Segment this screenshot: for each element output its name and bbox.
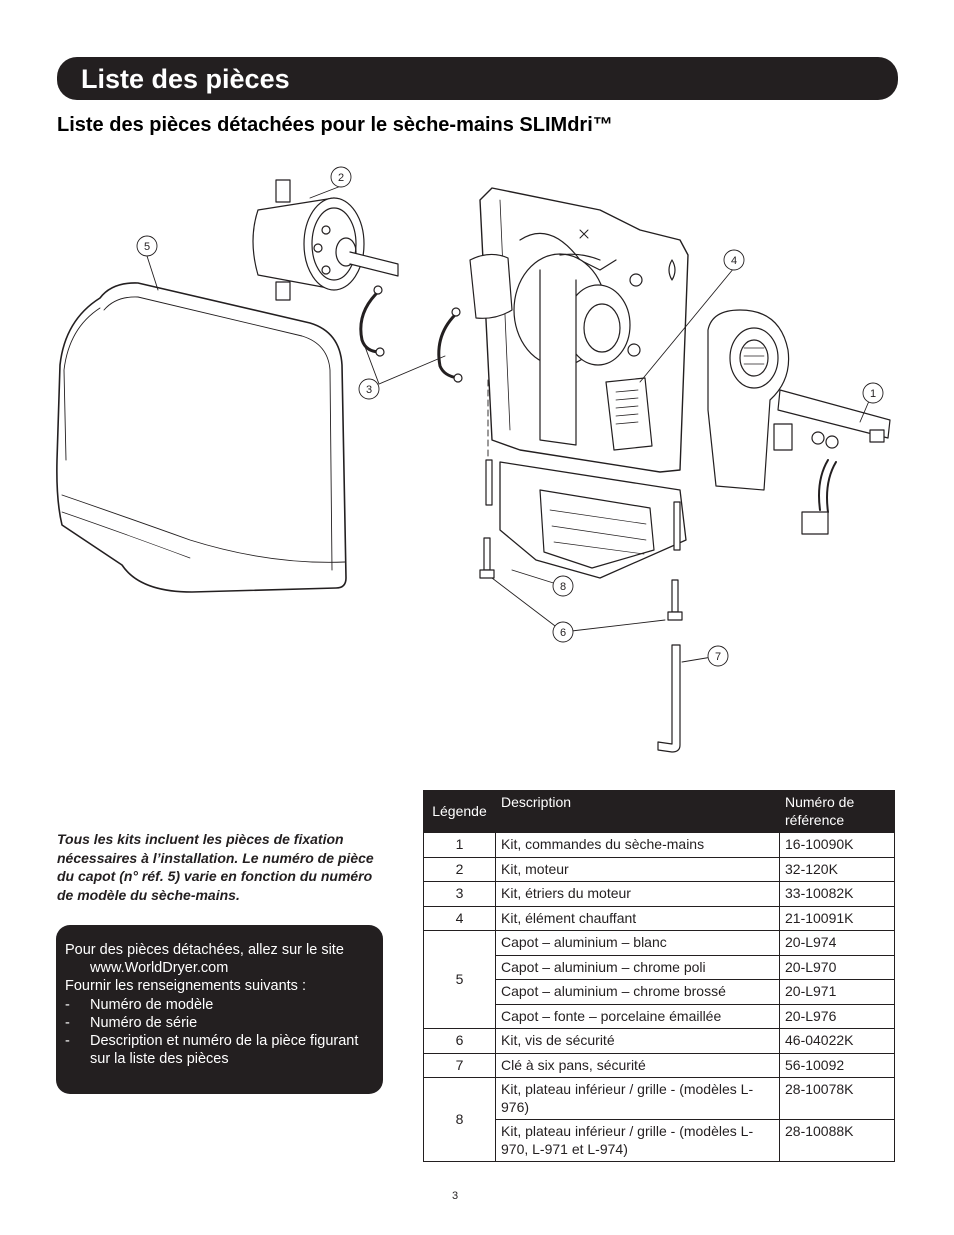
cell-legend: 8 (423, 1077, 496, 1162)
cell-part-number: 28-10078K (779, 1077, 895, 1120)
cell-part-number: 20-L974 (779, 930, 895, 956)
cell-legend: 6 (423, 1028, 496, 1054)
section-banner: Liste des pièces (57, 57, 898, 100)
kits-note: Tous les kits incluent les pièces de fix… (57, 831, 374, 903)
cell-part-number: 32-120K (779, 856, 895, 882)
table-row: 7 Clé à six pans, sécurité 56-10092 (423, 1052, 895, 1078)
parts-list-subtitle: Liste des pièces détachées pour le sèche… (57, 114, 613, 136)
table-row: 6 Kit, vis de sécurité 46-04022K (423, 1028, 895, 1054)
table-row: Capot – aluminium – chrome brossé 20-L97… (424, 979, 895, 1005)
fan-housing-part (707, 309, 790, 491)
table-row: 8 Kit, plateau inférieur / grille - (mod… (423, 1077, 895, 1162)
motor-part (252, 179, 399, 301)
parts-table: Légende Description Numéro de référence … (423, 790, 895, 1162)
callout-label: 5 (144, 241, 150, 253)
cell-description: Clé à six pans, sécurité (495, 1052, 780, 1078)
table-row: 1 Kit, commandes du sèche-mains 16-10090… (423, 832, 895, 858)
page-title: Liste des pièces (81, 64, 290, 94)
cell-part-number: 56-10092 (779, 1052, 895, 1078)
bottom-tray-part (485, 379, 687, 579)
cell-description: Capot – aluminium – blanc (495, 930, 780, 956)
cell-legend: 2 (423, 856, 496, 882)
list-item: - Numéro de modèle (65, 996, 373, 1014)
cell-description: Capot – fonte – porcelaine émaillée (495, 1003, 780, 1029)
table-row: 4 Kit, élément chauffant 21-10091K (423, 905, 895, 931)
callout-label: 4 (731, 255, 737, 267)
cell-legend: 5 (423, 930, 496, 1029)
header-legend: Légende (423, 790, 496, 833)
cell-description: Kit, étriers du moteur (495, 881, 780, 907)
info-line: Fournir les renseignements suivants : (65, 978, 306, 995)
table-row: 5 Capot – aluminium – blanc 20-L974 (423, 930, 895, 1029)
cell-description: Kit, plateau inférieur / grille - (modèl… (495, 1119, 780, 1162)
callout-label: 6 (560, 627, 566, 639)
cell-legend: 3 (423, 881, 496, 907)
header-part-number: Numéro de référence (779, 790, 895, 833)
list-item-text: Numéro de série (90, 1014, 198, 1031)
callout-label: 3 (366, 384, 372, 396)
security-screw-part (479, 537, 683, 621)
callout-label: 7 (715, 651, 721, 663)
required-info-list: - Numéro de modèle - Numéro de série - Desc… (65, 996, 373, 1069)
callout-circles (136, 166, 884, 667)
cell-part-number: 28-10088K (779, 1119, 895, 1162)
cell-part-number: 46-04022K (779, 1028, 895, 1054)
cell-description: Kit, commandes du sèche-mains (495, 832, 780, 858)
spare-parts-info-box: Pour des pièces détachées, allez sur le … (56, 925, 383, 1094)
list-item: - Numéro de série (65, 1014, 373, 1032)
cell-part-number: 33-10082K (779, 881, 895, 907)
table-row: 2 Kit, moteur 32-120K (423, 856, 895, 882)
cell-description: Kit, élément chauffant (495, 905, 780, 931)
cell-part-number: 20-L970 (779, 954, 895, 980)
heating-element-part (605, 377, 653, 451)
list-item-text: Description et numéro de la pièce figura… (90, 1033, 359, 1068)
info-line: Pour des pièces détachées, allez sur le … (65, 942, 344, 958)
cell-description: Capot – aluminium – chrome poli (495, 954, 780, 980)
cell-part-number: 21-10091K (779, 905, 895, 931)
header-description: Description (495, 790, 780, 833)
cell-part-number: 20-L971 (779, 979, 895, 1005)
callout-label: 1 (870, 388, 876, 400)
list-item-text: Numéro de modèle (90, 996, 214, 1013)
cover-part (56, 282, 347, 593)
cell-description: Kit, moteur (495, 856, 780, 882)
cell-legend: 7 (423, 1052, 496, 1078)
page-number: 3 (452, 1190, 459, 1202)
list-item: - Description et numéro de la pièce figur… (65, 1032, 373, 1068)
cell-description: Kit, plateau inférieur / grille - (modèl… (495, 1077, 780, 1120)
cell-part-number: 20-L976 (779, 1003, 895, 1029)
table-row: 3 Kit, étriers du moteur 33-10082K (423, 881, 895, 907)
cell-part-number: 16-10090K (779, 832, 895, 858)
cell-description: Capot – aluminium – chrome brossé (495, 979, 780, 1005)
list-dash: - (65, 1014, 70, 1031)
table-row: Capot – aluminium – chrome poli 20-L970 (424, 954, 895, 980)
callout-label: 2 (338, 172, 344, 184)
list-dash: - (65, 1033, 70, 1050)
website-link[interactable]: www.WorldDryer.com (90, 960, 229, 977)
table-header-row: Légende Description Numéro de référence (423, 790, 895, 833)
cell-legend: 4 (423, 905, 496, 931)
list-dash: - (65, 996, 70, 1013)
callout-label: 8 (560, 581, 566, 593)
cell-description: Kit, vis de sécurité (495, 1028, 780, 1054)
motor-bracket-part (359, 285, 463, 383)
cell-legend: 1 (423, 832, 496, 858)
hex-key-part (657, 644, 681, 753)
exploded-view-diagram: 2 5 3 4 1 8 6 7 (56, 166, 891, 753)
table-row: Kit, plateau inférieur / grille - (modèl… (424, 1119, 895, 1162)
control-board-part (773, 389, 891, 535)
back-plate-part (469, 187, 689, 473)
